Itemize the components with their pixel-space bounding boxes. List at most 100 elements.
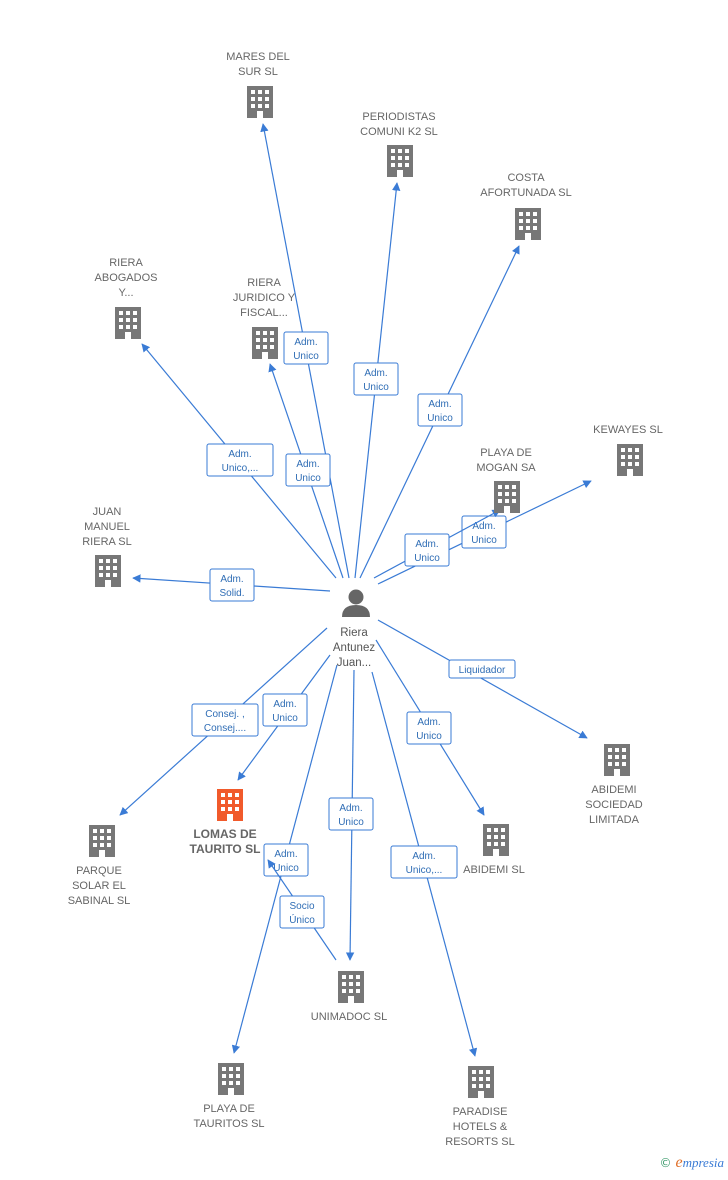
edge-label-text: Unico bbox=[338, 817, 364, 828]
edge-label-text: Unico bbox=[416, 731, 442, 742]
edge-riera_abog[interactable]: Adm. Unico,... bbox=[141, 343, 337, 579]
building-icon bbox=[115, 307, 141, 339]
building-icon bbox=[483, 824, 509, 856]
company-label-line: LIMITADA bbox=[589, 814, 640, 826]
edge-label-box bbox=[285, 453, 331, 487]
edge-label-text: Unico,... bbox=[222, 463, 259, 474]
edge-label-text: Consej. , bbox=[205, 709, 244, 720]
company-label-line: PERIODISTAS bbox=[362, 111, 435, 123]
edge-paradise[interactable]: Adm. Unico,... bbox=[371, 671, 478, 1057]
company-label-line: JURIDICO Y bbox=[233, 292, 296, 304]
edge-playa_mogan[interactable]: Adm. Unico bbox=[373, 509, 501, 579]
company-node-riera-abog[interactable]: RIERAABOGADOSY... bbox=[95, 257, 158, 339]
company-node-unimadoc[interactable]: UNIMADOC SL bbox=[311, 971, 387, 1023]
center-label-line-1: Riera bbox=[340, 627, 368, 639]
edge-label-text: Unico bbox=[427, 413, 453, 424]
center-label-line-3: Juan... bbox=[337, 657, 372, 669]
company-label-line: RIERA SL bbox=[82, 536, 132, 548]
company-label-line: ABIDEMI bbox=[591, 784, 636, 796]
edge-label-box bbox=[209, 568, 255, 602]
edge-label-text: Adm. bbox=[220, 574, 243, 585]
company-node-kewayes[interactable]: KEWAYES SL bbox=[593, 424, 663, 476]
building-icon bbox=[515, 208, 541, 240]
company-node-juan-manuel[interactable]: JUAN MANUEL RIERA SL bbox=[82, 506, 132, 587]
center-person[interactable]: Riera Antunez Juan... bbox=[333, 589, 375, 670]
company-label-line: KEWAYES SL bbox=[593, 424, 663, 436]
edge-label-text: Adm. bbox=[472, 521, 495, 532]
company-node-abidemi[interactable]: ABIDEMI SL bbox=[463, 824, 525, 876]
company-label-line: TAURITOS SL bbox=[193, 1118, 264, 1130]
brand-footer: ©empresia bbox=[659, 1154, 724, 1172]
edge-label-box bbox=[406, 711, 452, 745]
brand-name: mpresia bbox=[682, 1155, 724, 1170]
edge-abidemi[interactable]: Adm.Unico bbox=[375, 639, 485, 816]
company-label-line: SOLAR EL bbox=[72, 880, 126, 892]
company-label-line: SOCIEDAD bbox=[585, 799, 643, 811]
edge-label-text: Unico bbox=[471, 535, 497, 546]
center-label-line-2: Antunez bbox=[333, 642, 375, 654]
edge-label-box bbox=[262, 693, 308, 727]
building-icon bbox=[217, 789, 243, 821]
company-label-line: COMUNI K2 SL bbox=[360, 126, 438, 138]
company-label-line: LOMAS DE bbox=[193, 827, 256, 841]
edge-lomas[interactable]: Adm.Unico bbox=[237, 654, 331, 781]
edge-label-box bbox=[390, 845, 458, 879]
edge-label-text: Adm. bbox=[415, 539, 438, 550]
edge-label-box bbox=[279, 895, 325, 929]
company-label-line: Y... bbox=[118, 287, 133, 299]
edge-label-box bbox=[283, 331, 329, 365]
building-icon bbox=[604, 744, 630, 776]
building-icon bbox=[494, 481, 520, 513]
edge-kewayes[interactable]: Adm. Unico bbox=[377, 480, 592, 585]
edge-playa_taur[interactable]: Adm. Unico bbox=[231, 664, 338, 1054]
company-label-line: AFORTUNADA SL bbox=[480, 187, 572, 199]
company-label-line: PARQUE bbox=[76, 865, 122, 877]
edge-periodistas[interactable]: Adm.Unico bbox=[353, 182, 401, 579]
building-icon bbox=[468, 1066, 494, 1098]
edge-label-box bbox=[353, 362, 399, 396]
company-label-line: COSTA bbox=[507, 172, 545, 184]
edge-label-text: Unico bbox=[273, 863, 299, 874]
edge-label-text: Consej.... bbox=[204, 723, 246, 734]
brand-initial: e bbox=[675, 1154, 683, 1171]
company-label-line: JUAN bbox=[93, 506, 122, 518]
company-node-periodistas[interactable]: PERIODISTAS COMUNI K2 SL bbox=[360, 111, 438, 177]
company-label-line: MANUEL bbox=[84, 521, 130, 533]
building-icon bbox=[338, 971, 364, 1003]
company-label-line: PARADISE bbox=[453, 1106, 508, 1118]
company-label-line: RIERA bbox=[247, 277, 281, 289]
building-icon bbox=[218, 1063, 244, 1095]
company-node-costa[interactable]: COSTA AFORTUNADA SL bbox=[480, 172, 572, 240]
company-node-abidemi-soc[interactable]: ABIDEMI SOCIEDAD LIMITADA bbox=[585, 744, 643, 826]
company-label-line: SUR SL bbox=[238, 66, 278, 78]
edge-label-text: Unico bbox=[293, 351, 319, 362]
building-icon bbox=[95, 555, 121, 587]
edge-unimadoc[interactable]: Adm.Unico bbox=[328, 669, 374, 961]
edge-label-text: Unico bbox=[272, 713, 298, 724]
edge-label-text: Único bbox=[289, 913, 315, 926]
edge-label-text: Adm. bbox=[274, 849, 297, 860]
edges-layer: Adm.UnicoAdm.UnicoAdm.UnicoAdm.Unico,...… bbox=[119, 123, 592, 1057]
edge-riera_jur[interactable]: Adm.Unico bbox=[268, 363, 344, 579]
edge-juan_manuel[interactable]: Adm.Solid. bbox=[132, 568, 331, 602]
edge-costa[interactable]: Adm. Unico bbox=[359, 245, 520, 579]
edge-label-text: Adm. bbox=[412, 851, 435, 862]
edge-parque[interactable]: Consej. , Consej.... bbox=[119, 627, 328, 816]
edge-abidemi_soc[interactable]: Liquidador bbox=[377, 619, 588, 739]
edge-arrow bbox=[377, 619, 588, 739]
edge-label-text: Unico,... bbox=[406, 865, 443, 876]
edge-mares[interactable]: Adm.Unico bbox=[260, 123, 350, 579]
edge-label-text: Adm. bbox=[228, 449, 251, 460]
edge-label-text: Adm. bbox=[428, 399, 451, 410]
company-label-line: RESORTS SL bbox=[445, 1136, 515, 1148]
company-label-line: MOGAN SA bbox=[476, 462, 536, 474]
